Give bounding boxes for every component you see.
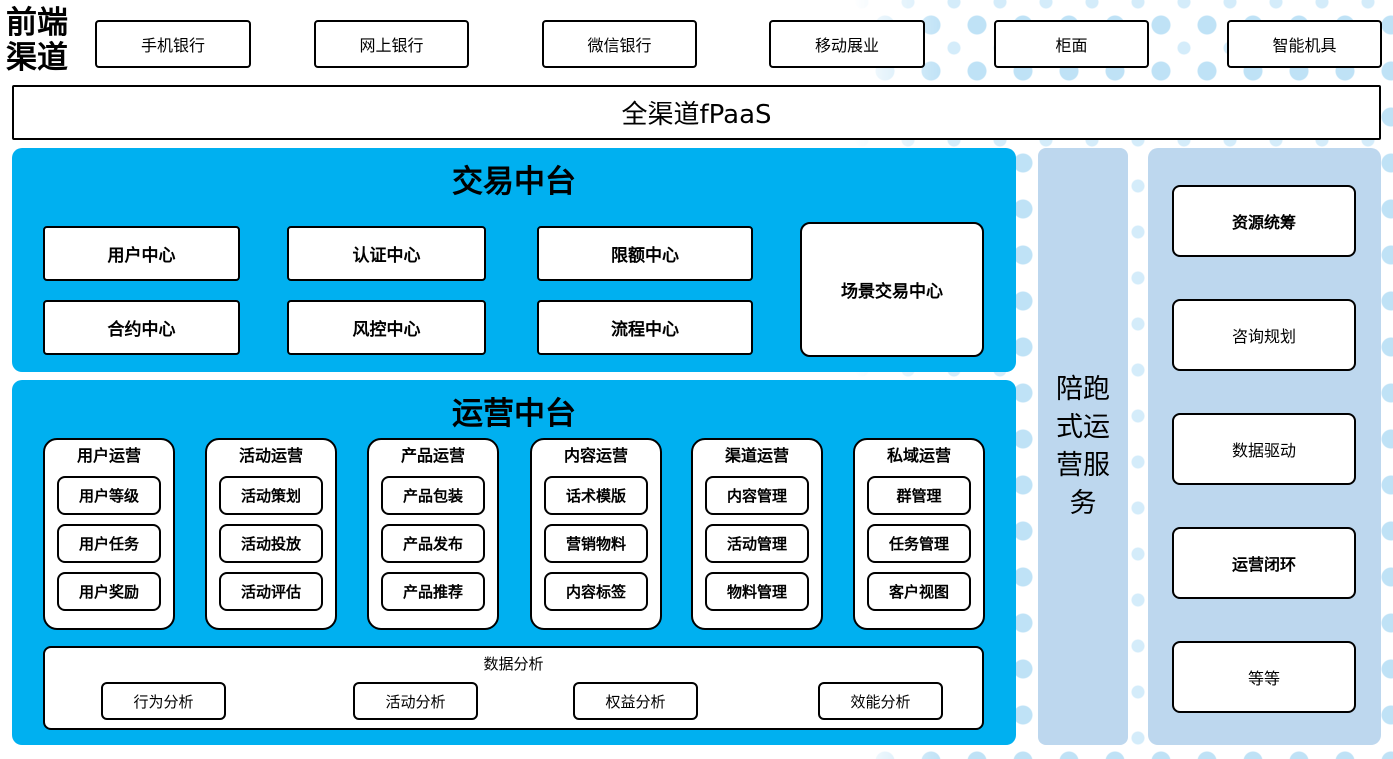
trade-platform-title: 交易中台 (452, 164, 576, 200)
data-analysis-bar: 数据分析 行为分析 活动分析 权益分析 效能分析 (43, 646, 984, 730)
service-box-closed-loop: 运营闭环 (1172, 527, 1356, 599)
analysis-box-rights: 权益分析 (573, 682, 698, 720)
ops-item: 话术模版 (544, 476, 648, 515)
front-channels-label-line2: 渠道 (6, 40, 68, 76)
ops-item: 用户等级 (57, 476, 161, 515)
ops-column-title: 用户运营 (76, 446, 141, 465)
ops-column-title: 内容运营 (563, 446, 628, 465)
accompany-line: 陪跑 (1056, 373, 1110, 405)
ops-item: 群管理 (867, 476, 971, 515)
ops-item: 物料管理 (705, 572, 809, 611)
channel-box-mobile-banking: 手机银行 (95, 20, 251, 68)
ops-item: 活动评估 (219, 572, 323, 611)
center-box-scene-trade: 场景交易中心 (800, 222, 984, 357)
accompany-service-bar: 陪跑 式运 营服 务 (1038, 148, 1128, 745)
channel-box-online-banking: 网上银行 (314, 20, 469, 68)
service-box-data-driven: 数据驱动 (1172, 413, 1356, 485)
ops-item: 客户视图 (867, 572, 971, 611)
ops-column-title: 私域运营 (886, 446, 951, 465)
service-box-resource: 资源统筹 (1172, 185, 1356, 257)
ops-item: 营销物料 (544, 524, 648, 563)
ops-column-user: 用户运营 用户等级 用户任务 用户奖励 (43, 438, 175, 630)
ops-column-title: 产品运营 (400, 446, 465, 465)
center-box-user: 用户中心 (43, 226, 240, 281)
ops-column-title: 渠道运营 (724, 446, 789, 465)
ops-column-product: 产品运营 产品包装 产品发布 产品推荐 (367, 438, 499, 630)
accompany-line: 营服 (1056, 449, 1110, 481)
ops-column-activity: 活动运营 活动策划 活动投放 活动评估 (205, 438, 337, 630)
ops-platform-title: 运营中台 (452, 396, 576, 432)
ops-item: 用户奖励 (57, 572, 161, 611)
center-box-risk: 风控中心 (287, 300, 486, 355)
ops-item: 活动策划 (219, 476, 323, 515)
center-box-limit: 限额中心 (537, 226, 753, 281)
ops-item: 产品发布 (381, 524, 485, 563)
service-box-consulting: 咨询规划 (1172, 299, 1356, 371)
center-box-contract: 合约中心 (43, 300, 240, 355)
ops-item: 用户任务 (57, 524, 161, 563)
ops-column-private-domain: 私域运营 群管理 任务管理 客户视图 (853, 438, 985, 630)
channel-box-mobile-sales: 移动展业 (769, 20, 925, 68)
fpaas-bar: 全渠道fPaaS (12, 85, 1381, 140)
center-box-auth: 认证中心 (287, 226, 486, 281)
channel-box-smart-machine: 智能机具 (1227, 20, 1382, 68)
data-analysis-title: 数据分析 (483, 655, 544, 673)
analysis-box-activity: 活动分析 (353, 682, 478, 720)
ops-item: 产品包装 (381, 476, 485, 515)
front-channels-label: 前端 渠道 (6, 6, 92, 76)
trade-platform-panel: 交易中台 用户中心 认证中心 限额中心 合约中心 风控中心 流程中心 场景交易中… (12, 148, 1016, 372)
ops-column-channel: 渠道运营 内容管理 活动管理 物料管理 (691, 438, 823, 630)
channel-box-counter: 柜面 (994, 20, 1149, 68)
ops-item: 任务管理 (867, 524, 971, 563)
service-box-etc: 等等 (1172, 641, 1356, 713)
accompany-service-label: 陪跑 式运 营服 务 (1056, 371, 1110, 523)
analysis-box-efficiency: 效能分析 (818, 682, 943, 720)
analysis-box-behavior: 行为分析 (101, 682, 226, 720)
ops-item: 产品推荐 (381, 572, 485, 611)
accompany-line: 务 (1069, 487, 1097, 519)
accompany-line: 式运 (1056, 411, 1110, 443)
ops-column-title: 活动运营 (238, 446, 303, 465)
ops-item: 活动管理 (705, 524, 809, 563)
center-box-process: 流程中心 (537, 300, 753, 355)
ops-item: 内容管理 (705, 476, 809, 515)
ops-platform-panel: 运营中台 用户运营 用户等级 用户任务 用户奖励 活动运营 活动策划 活动投放 … (12, 380, 1016, 745)
ops-item: 内容标签 (544, 572, 648, 611)
service-panel: 资源统筹 咨询规划 数据驱动 运营闭环 等等 (1148, 148, 1381, 745)
ops-column-content: 内容运营 话术模版 营销物料 内容标签 (530, 438, 662, 630)
channel-box-wechat-banking: 微信银行 (542, 20, 697, 68)
front-channels-label-line1: 前端 (6, 5, 68, 41)
ops-item: 活动投放 (219, 524, 323, 563)
